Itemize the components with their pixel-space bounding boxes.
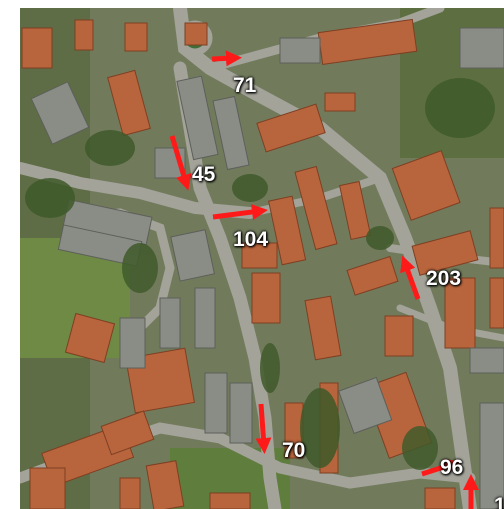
arrow-70	[255, 403, 272, 454]
arrow-96	[421, 458, 461, 477]
aerial-map: 71 45 104 203 70 96 1	[20, 8, 504, 509]
arrow-203	[400, 255, 421, 300]
count-label-71: 71	[233, 74, 257, 97]
arrow-layer	[169, 50, 480, 509]
count-label-45: 45	[192, 163, 216, 186]
arrow-71	[211, 50, 242, 67]
count-label-104: 104	[233, 228, 269, 251]
count-label-partial: 1	[494, 494, 504, 509]
arrow-104	[212, 204, 268, 220]
count-label-96: 96	[440, 456, 464, 479]
count-label-70: 70	[282, 439, 306, 462]
count-label-203: 203	[426, 267, 462, 290]
map-background	[20, 8, 504, 509]
arrow-45	[169, 135, 192, 191]
